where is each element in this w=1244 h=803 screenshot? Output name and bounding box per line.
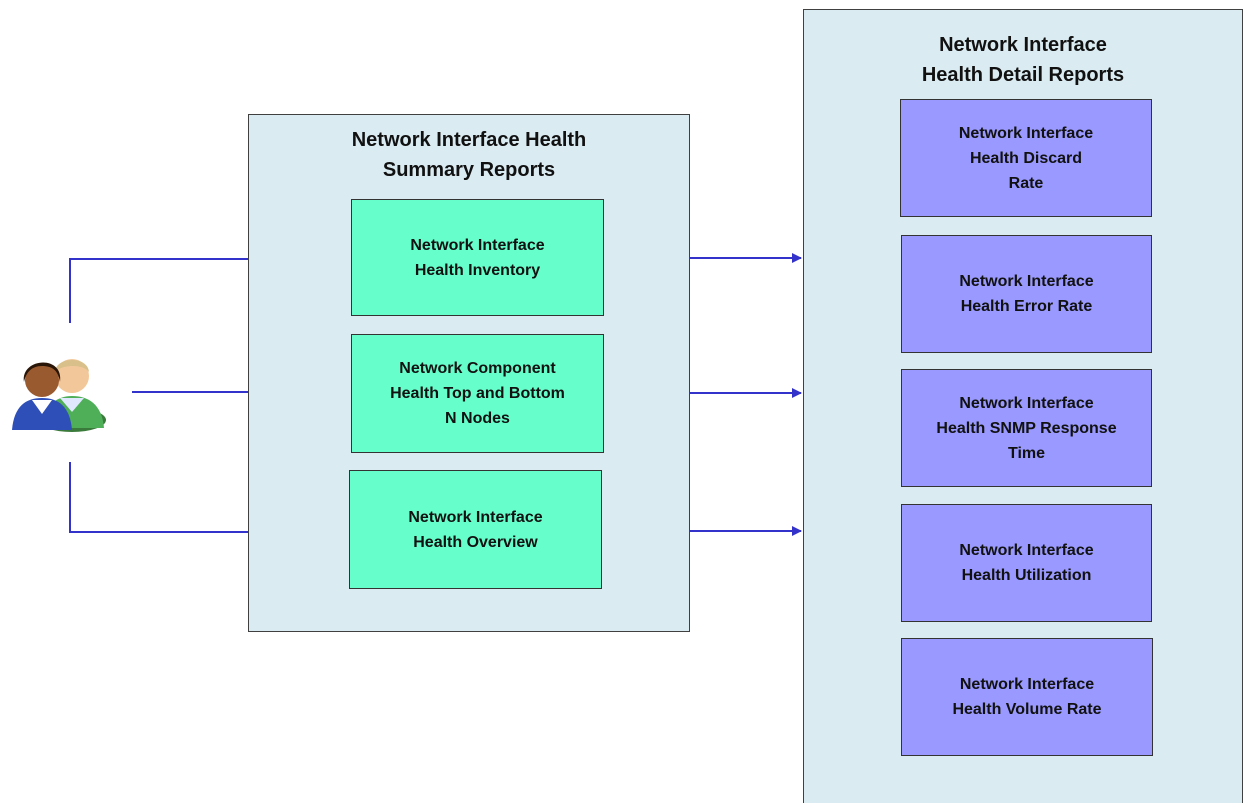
report-box-snmp-response-time[interactable]: Network Interface Health SNMP Response T… (901, 369, 1152, 487)
report-box-utilization[interactable]: Network Interface Health Utilization (901, 504, 1152, 622)
report-box-volume-rate[interactable]: Network Interface Health Volume Rate (901, 638, 1153, 756)
report-box-inventory[interactable]: Network Interface Health Inventory (351, 199, 604, 316)
report-box-error-rate[interactable]: Network Interface Health Error Rate (901, 235, 1152, 353)
detail-panel-title: Network Interface Health Detail Reports (921, 34, 1125, 86)
report-box-overview[interactable]: Network Interface Health Overview (349, 470, 602, 589)
report-box-discard-rate[interactable]: Network Interface Health Discard Rate (900, 99, 1152, 217)
users-icon (12, 359, 106, 432)
report-box-top-bottom-nodes[interactable]: Network Component Health Top and Bottom … (351, 334, 604, 453)
summary-panel-title: Network Interface Health Summary Reports (351, 129, 587, 181)
